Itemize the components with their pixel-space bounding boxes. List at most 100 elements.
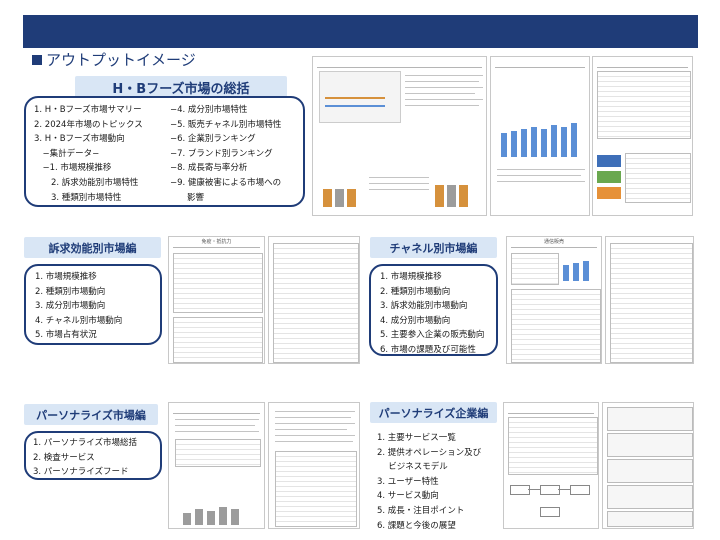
text-line <box>175 431 259 432</box>
text-line <box>369 177 429 178</box>
square-bullet-icon <box>32 55 42 65</box>
list-item: −8. 成長寄与率分析 <box>170 163 248 174</box>
text-line <box>497 169 585 170</box>
chart-line <box>325 97 385 99</box>
list-item: 3. パーソナライズフード <box>33 467 129 478</box>
personalize-company-section-title: パーソナライズ企業編 <box>370 402 497 423</box>
chart-bar <box>583 261 589 281</box>
list-item: −6. 企業別ランキング <box>170 134 256 145</box>
chart-bar <box>459 185 468 207</box>
chart-bar <box>195 509 203 525</box>
data-table-thumb <box>175 439 261 467</box>
flow-box <box>570 485 590 495</box>
data-table-thumb <box>273 243 359 363</box>
chart-bar <box>561 127 567 157</box>
personalize-market-thumbnail <box>168 402 265 529</box>
list-item: 3. H・Bフーズ市場動向 <box>34 134 125 145</box>
flow-box <box>597 171 621 183</box>
text-block <box>607 511 693 527</box>
personalize-company-thumbnail <box>503 402 599 529</box>
chart-bar <box>335 189 344 207</box>
list-item: 4. サービス動向 <box>377 491 439 502</box>
text-line <box>405 87 483 88</box>
efficacy-thumbnail: 免疫・抵抗力 <box>168 236 265 364</box>
list-item: 2. 検査サービス <box>33 452 95 463</box>
text-line <box>497 175 581 176</box>
list-item: 3. 種類別市場特性 <box>34 192 122 203</box>
flow-box <box>597 155 621 167</box>
data-table-thumb <box>610 243 693 363</box>
page-heading-text: アウトプットイメージ <box>46 51 196 69</box>
chart-bar <box>551 125 557 157</box>
text-line <box>275 441 353 442</box>
text-line <box>405 105 479 106</box>
hb-left-list: 1. H・Bフーズ市場サマリー 2. 2024年市場のトピックス 3. H・Bフ… <box>34 103 143 205</box>
list-item: 3. 成分別市場動向 <box>35 301 106 312</box>
chart-bar <box>447 185 456 207</box>
chart-bar <box>511 131 517 157</box>
list-item: 1. 市場規模推移 <box>35 272 97 282</box>
list-item: −5. 販売チャネル別市場特性 <box>170 119 282 130</box>
flow-arrow <box>558 489 570 490</box>
hb-contents-box: 1. H・Bフーズ市場サマリー 2. 2024年市場のトピックス 3. H・Bフ… <box>24 96 305 207</box>
list-item: 1. 主要サービス一覧 <box>377 433 456 443</box>
list-item: 1. パーソナライズ市場総括 <box>33 438 138 448</box>
chart-bar <box>571 123 577 157</box>
chart-bar <box>347 189 356 207</box>
list-item: −1. 市場規模推移 <box>34 163 112 174</box>
hb-section-title: H・Bフーズ市場の総括 <box>75 76 287 98</box>
data-table-thumb <box>625 153 691 203</box>
data-table-thumb <box>173 253 263 313</box>
list-item: 1. 市場規模推移 <box>380 272 442 282</box>
chart-line <box>325 105 385 107</box>
text-line <box>175 425 255 426</box>
personalize-company-text-thumbnail <box>602 402 694 529</box>
data-table-thumb <box>508 417 598 475</box>
chart-bar <box>207 511 215 525</box>
thumbnail-header <box>508 405 594 414</box>
text-line <box>275 429 347 430</box>
hb-ranking-thumbnail <box>592 56 693 216</box>
chart-bar <box>563 265 569 281</box>
text-line <box>275 435 355 436</box>
list-item: 3. ユーザー特性 <box>377 476 439 487</box>
text-line <box>405 99 483 100</box>
list-item: −9. 健康被害による市場への <box>170 177 282 188</box>
thumbnail-header <box>317 59 482 68</box>
flow-box <box>540 507 560 517</box>
personalize-market-section-title: パーソナライズ市場編 <box>24 404 158 425</box>
list-item: −集計データ− <box>34 148 100 159</box>
list-item: 2. 種類別市場動向 <box>35 286 106 297</box>
list-item: 影響 <box>170 192 205 203</box>
hb-right-list: −4. 成分別市場特性 −5. 販売チャネル別市場特性 −6. 企業別ランキング… <box>170 103 281 205</box>
list-item: ビジネスモデル <box>377 462 448 473</box>
page-heading: アウトプットイメージ <box>32 51 196 69</box>
text-line <box>405 93 475 94</box>
list-item: 2. 種類別市場動向 <box>380 286 451 297</box>
list-item: 5. 成長・注目ポイント <box>377 505 465 516</box>
personalize-market-contents-box: 1. パーソナライズ市場総括 2. 検査サービス 3. パーソナライズフード <box>24 431 162 480</box>
chart-bar <box>521 129 527 157</box>
list-item: 1. H・Bフーズ市場サマリー <box>34 105 142 115</box>
flow-box <box>597 187 621 199</box>
thumbnail-title: 通信販売 <box>511 239 597 248</box>
list-item: 4. 成分別市場動向 <box>380 315 451 326</box>
list-item: 6. 市場の課題及び可能性 <box>380 344 476 355</box>
chart-bar <box>573 263 579 281</box>
chart-bar <box>183 513 191 525</box>
efficacy-contents-box: 1. 市場規模推移 2. 種類別市場動向 3. 成分別市場動向 4. チャネル別… <box>24 264 162 345</box>
chart-bar <box>435 185 444 207</box>
channel-contents-box: 1. 市場規模推移 2. 種類別市場動向 3. 訴求効能別市場動向 4. 成分別… <box>369 264 498 356</box>
text-block <box>607 485 693 509</box>
chart-bar <box>219 507 227 525</box>
data-table-thumb <box>511 289 601 363</box>
hb-summary-thumbnail <box>312 56 487 216</box>
text-line <box>405 81 479 82</box>
list-item: 4. チャネル別市場動向 <box>35 315 123 326</box>
text-block <box>607 407 693 431</box>
list-item: −4. 成分別市場特性 <box>170 105 248 115</box>
thumbnail-header <box>597 59 688 68</box>
chart-bar <box>541 129 547 157</box>
flow-box <box>510 485 530 495</box>
list-item: 2. 訴求効能別市場特性 <box>34 177 139 188</box>
